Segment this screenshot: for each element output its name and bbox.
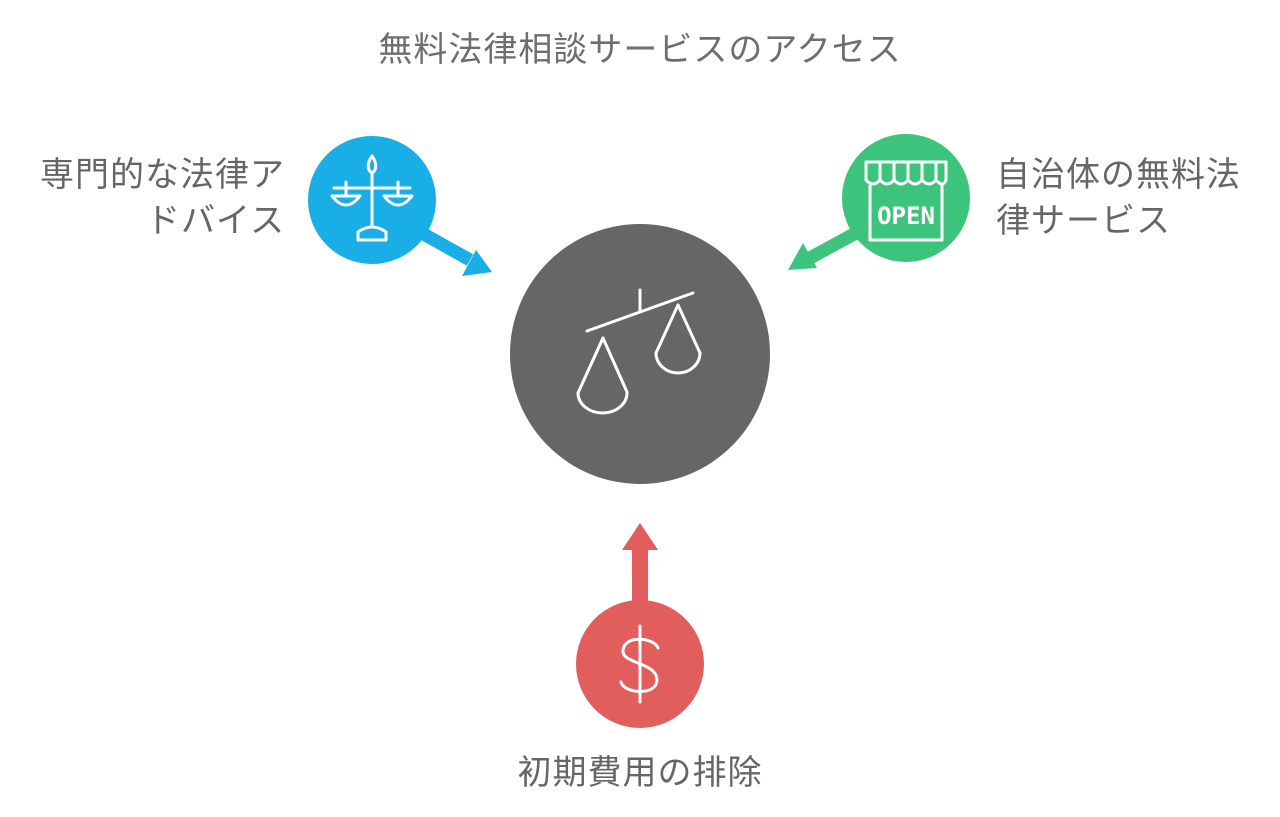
open-sign-text: OPEN — [877, 202, 935, 230]
scales-of-justice-icon — [576, 288, 702, 415]
arrow-left-to-center — [416, 226, 492, 276]
balance-scale-icon — [330, 154, 414, 242]
dollar-sign-icon — [619, 624, 660, 704]
center-node — [510, 224, 770, 484]
open-shop-sign-icon — [864, 160, 948, 242]
node-label-line: 専門的な法律ア — [40, 155, 285, 195]
diagram-title: 無料法律相談サービスのアクセス — [378, 30, 902, 70]
node-label-no-initial-cost: 初期費用の排除 — [0, 750, 1280, 796]
node-label-line: 自治体の無料法 — [996, 155, 1241, 195]
node-label-municipal-service: 自治体の無料法 律サービス — [996, 152, 1266, 244]
node-municipal-service: OPEN — [842, 134, 970, 262]
node-expert-advice — [308, 136, 436, 264]
node-label-line: 律サービス — [996, 201, 1171, 241]
arrow-bottom-to-center — [622, 523, 658, 604]
node-label-expert-advice: 専門的な法律ア ドバイス — [20, 152, 285, 244]
node-label-line: ドバイス — [146, 201, 285, 241]
node-no-initial-cost — [576, 600, 704, 728]
node-label-line: 初期費用の排除 — [517, 753, 763, 793]
